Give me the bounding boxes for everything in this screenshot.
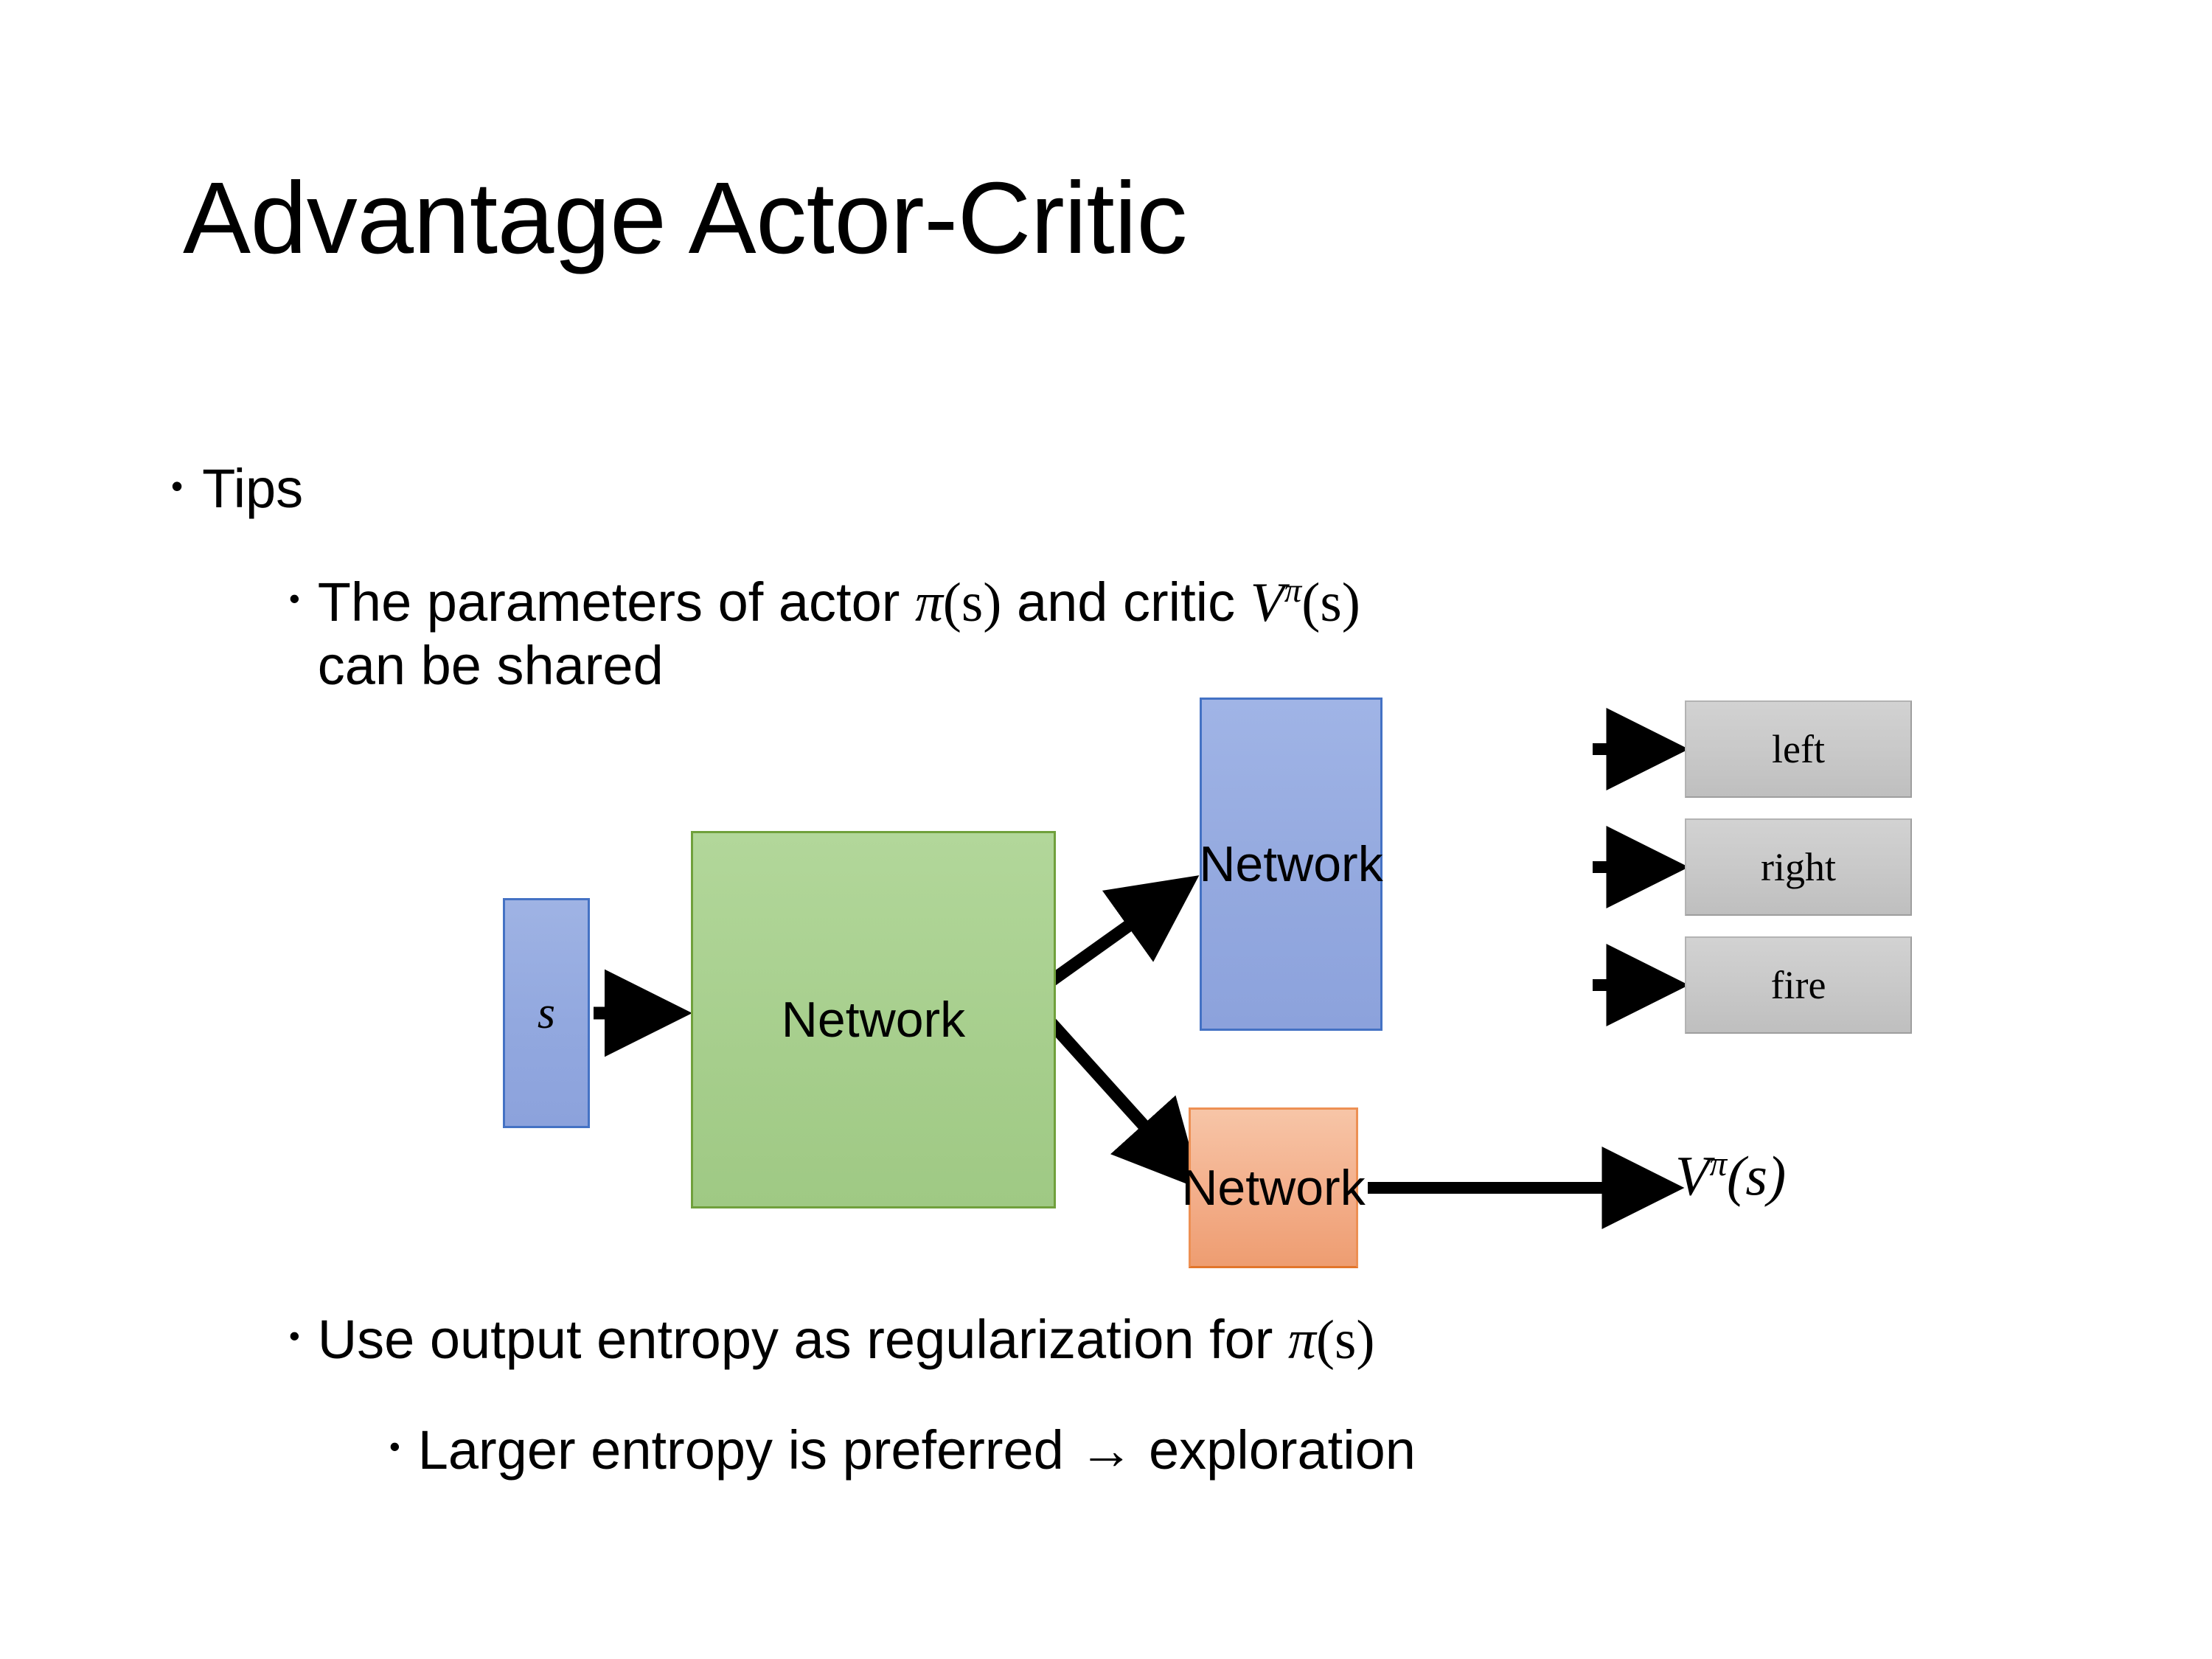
entropy-text-before: Use output entropy as regularization for — [317, 1309, 1289, 1370]
action-label-fire: fire — [1770, 963, 1826, 1007]
critic-value-superscript: π — [1284, 571, 1302, 610]
action-box-right[interactable]: right — [1685, 818, 1912, 916]
critic-value-arg: (s) — [1301, 572, 1360, 634]
shared-network-box[interactable]: Network — [691, 831, 1056, 1208]
bullet-marker-icon: • — [289, 1318, 300, 1353]
bullet-entropy-label: Use output entropy as regularization for… — [318, 1309, 1375, 1372]
critic-output-arg: (s) — [1727, 1145, 1787, 1208]
critic-output-v: V — [1675, 1145, 1710, 1208]
critic-network-box[interactable]: Network — [1181, 1107, 1366, 1268]
entropy-actor-policy-symbol: π(s) — [1288, 1310, 1374, 1371]
bullet-marker-icon: • — [289, 581, 300, 616]
critic-output-value-label: Vπ(s) — [1675, 1147, 1786, 1204]
bullet-tips: • Tips — [171, 457, 303, 521]
bullet-marker-icon: • — [171, 467, 184, 505]
bullet-marker-icon: • — [389, 1429, 400, 1464]
critic-network-label: Network — [1181, 1160, 1366, 1216]
state-input-label: s — [537, 988, 556, 1038]
bullet-larger-entropy: • Larger entropy is preferred → explorat… — [389, 1419, 1416, 1481]
action-box-left[interactable]: left — [1685, 700, 1912, 798]
action-box-fire[interactable]: fire — [1685, 936, 1912, 1034]
actor-network-label: Network — [1199, 836, 1383, 892]
entropy-actor-pi: π — [1288, 1310, 1316, 1371]
bullet-tips-label: Tips — [202, 458, 304, 519]
actor-policy-arg: (s) — [942, 572, 1002, 634]
bullet-entropy-regularization: • Use output entropy as regularization f… — [289, 1309, 1374, 1372]
actor-network-box[interactable]: Network — [1199, 698, 1383, 1031]
page-title: Advantage Actor-Critic — [183, 161, 1187, 275]
action-label-left: left — [1772, 727, 1825, 771]
entropy-actor-arg: (s) — [1315, 1310, 1375, 1371]
bullet-larger-entropy-label: Larger entropy is preferred → exploratio… — [417, 1419, 1416, 1481]
bullet-shared-parameters: • The parameters of actor π(s) and criti… — [289, 571, 2000, 698]
arrow-shared-to-critic — [1028, 998, 1202, 1190]
actor-policy-symbol: π(s) — [915, 572, 1001, 633]
params-text-before: The parameters of actor — [317, 571, 915, 633]
actor-policy-pi: π — [914, 572, 943, 634]
params-text-after: can be shared — [317, 635, 664, 697]
critic-value-v: V — [1250, 572, 1284, 634]
critic-value-symbol: Vπ(s) — [1250, 571, 1360, 634]
state-input-box[interactable]: s — [503, 898, 590, 1128]
action-label-right: right — [1761, 845, 1836, 889]
critic-output-superscript: π — [1709, 1145, 1728, 1183]
shared-network-label: Network — [781, 992, 966, 1048]
params-text-mid: and critic — [1001, 571, 1251, 633]
bullet-shared-parameters-label: The parameters of actor π(s) and critic … — [318, 571, 1360, 698]
